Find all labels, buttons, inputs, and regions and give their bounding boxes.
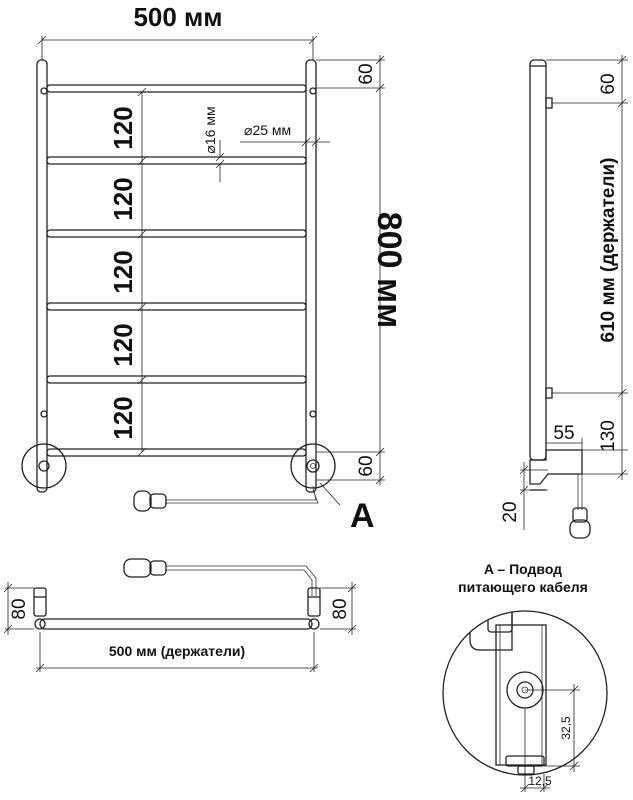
crossbar xyxy=(46,84,307,93)
holder-screw xyxy=(40,410,48,418)
spacing-dimension: 120 120 120 120 120 xyxy=(108,87,147,457)
terminal-cap xyxy=(38,460,50,472)
height-dimension: 60 60 800 мм xyxy=(316,55,408,485)
plug-body xyxy=(149,493,167,509)
holder-screw xyxy=(309,410,317,418)
spacing-label: 120 xyxy=(108,177,138,220)
detail-post xyxy=(495,624,547,766)
svg-text:⌀16 мм: ⌀16 мм xyxy=(202,106,218,153)
crossbar xyxy=(46,156,307,165)
crossbar-diameter-dimension: ⌀16 мм xyxy=(202,106,225,182)
detail-height-label: 32,5 xyxy=(559,716,573,740)
top-depth-left-label: 80 xyxy=(9,598,30,619)
power-cable xyxy=(133,485,319,512)
side-terminal-block xyxy=(529,449,583,485)
depth-label: 55 xyxy=(553,423,574,444)
top-plug-head xyxy=(123,558,152,578)
holder-screw xyxy=(309,87,317,95)
side-plug-head xyxy=(569,519,591,539)
detail-width-label: 12,5 xyxy=(528,774,552,788)
right-post xyxy=(305,59,317,493)
terminal-cap xyxy=(306,459,320,473)
side-holder xyxy=(545,97,553,109)
top-rail xyxy=(39,618,313,630)
width-label: 500 мм xyxy=(133,2,222,32)
detail-marker: A xyxy=(319,482,375,535)
side-post xyxy=(529,59,547,461)
crossbar-diameter-label: 16 мм xyxy=(202,106,218,145)
spacing-label: 120 xyxy=(108,323,138,366)
spacing-label: 120 xyxy=(108,250,138,293)
bottom-offset-label: 60 xyxy=(356,455,377,476)
diameter-symbol: ⌀ xyxy=(244,122,252,138)
left-post xyxy=(36,59,48,493)
holder-span-label: 610 мм (держатели) xyxy=(598,158,619,343)
side-view: 60 610 мм (держатели) 130 55 20 xyxy=(500,55,628,539)
spacing-label: 120 xyxy=(108,396,138,439)
top-holder-width-label: 500 мм (держатели) xyxy=(109,643,245,659)
detail-title-line2: питающего кабеля xyxy=(458,579,588,595)
post-diameter-dimension: ⌀25 мм xyxy=(240,122,330,147)
width-dimension: 500 мм xyxy=(37,2,318,60)
crossbar xyxy=(46,229,307,238)
svg-text:⌀25 мм: ⌀25 мм xyxy=(244,122,291,138)
top-right-holder xyxy=(307,587,321,617)
spacing-label: 120 xyxy=(108,106,138,149)
crossbar xyxy=(46,448,307,457)
top-depth-right-label: 80 xyxy=(330,598,351,619)
top-view: 80 80 500 мм (держатели) xyxy=(3,558,357,673)
left-terminal-circle xyxy=(21,443,67,489)
post-diameter-label: 25 мм xyxy=(252,122,291,138)
side-bottom-label: 130 xyxy=(598,420,619,452)
plug-height-label: 20 xyxy=(500,501,521,522)
height-label: 800 мм xyxy=(370,212,408,328)
top-plug-body xyxy=(149,560,167,576)
top-offset-label: 60 xyxy=(356,63,377,84)
detail-view: A – Подвод питающего кабеля 32,5 xyxy=(442,561,608,793)
crossbar xyxy=(46,375,307,384)
crossbar xyxy=(46,302,307,311)
holder-screw xyxy=(40,87,48,95)
side-top-offset-label: 60 xyxy=(598,73,619,94)
diameter-symbol: ⌀ xyxy=(202,145,218,153)
side-plug-body xyxy=(572,507,588,523)
detail-marker-label: A xyxy=(350,497,375,535)
front-view: 500 мм 120 120 120 120 120 xyxy=(21,2,408,535)
top-left-holder xyxy=(33,587,47,617)
plug-head xyxy=(133,490,152,512)
detail-title-line1: A – Подвод xyxy=(484,561,562,577)
right-terminal-circle xyxy=(290,443,336,489)
side-holder xyxy=(545,387,553,399)
